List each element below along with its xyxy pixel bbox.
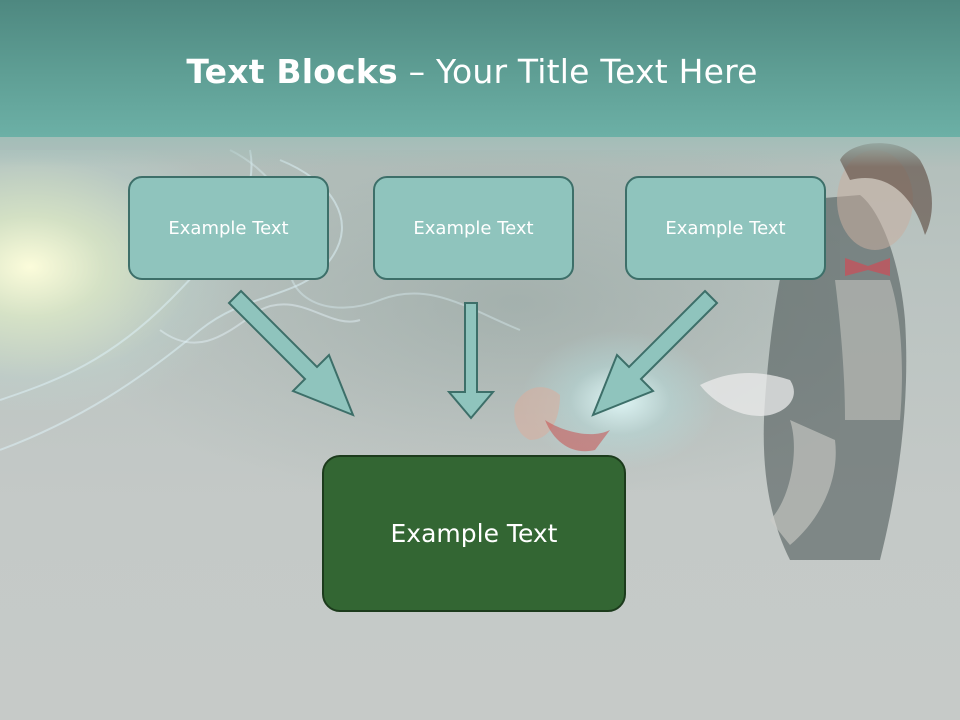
slide-title-dash: –	[397, 52, 436, 91]
text-block-result[interactable]: Example Text	[322, 455, 626, 612]
arrow-right	[591, 289, 719, 417]
text-block-2-label: Example Text	[413, 217, 534, 239]
slide-title-bold: Text Blocks	[186, 52, 398, 91]
slide-title: Text Blocks – Your Title Text Here	[0, 52, 944, 91]
arrows	[227, 289, 719, 420]
text-block-1[interactable]: Example Text	[128, 176, 329, 280]
text-block-2[interactable]: Example Text	[373, 176, 574, 280]
text-block-result-label: Example Text	[390, 519, 558, 548]
arrow-middle	[446, 302, 496, 420]
arrow-left	[227, 289, 355, 417]
title-band	[0, 0, 960, 137]
text-block-3-label: Example Text	[665, 217, 786, 239]
text-block-3[interactable]: Example Text	[625, 176, 826, 280]
text-block-1-label: Example Text	[168, 217, 289, 239]
slide-title-rest: Your Title Text Here	[435, 52, 758, 91]
title-band-strip	[0, 137, 960, 167]
